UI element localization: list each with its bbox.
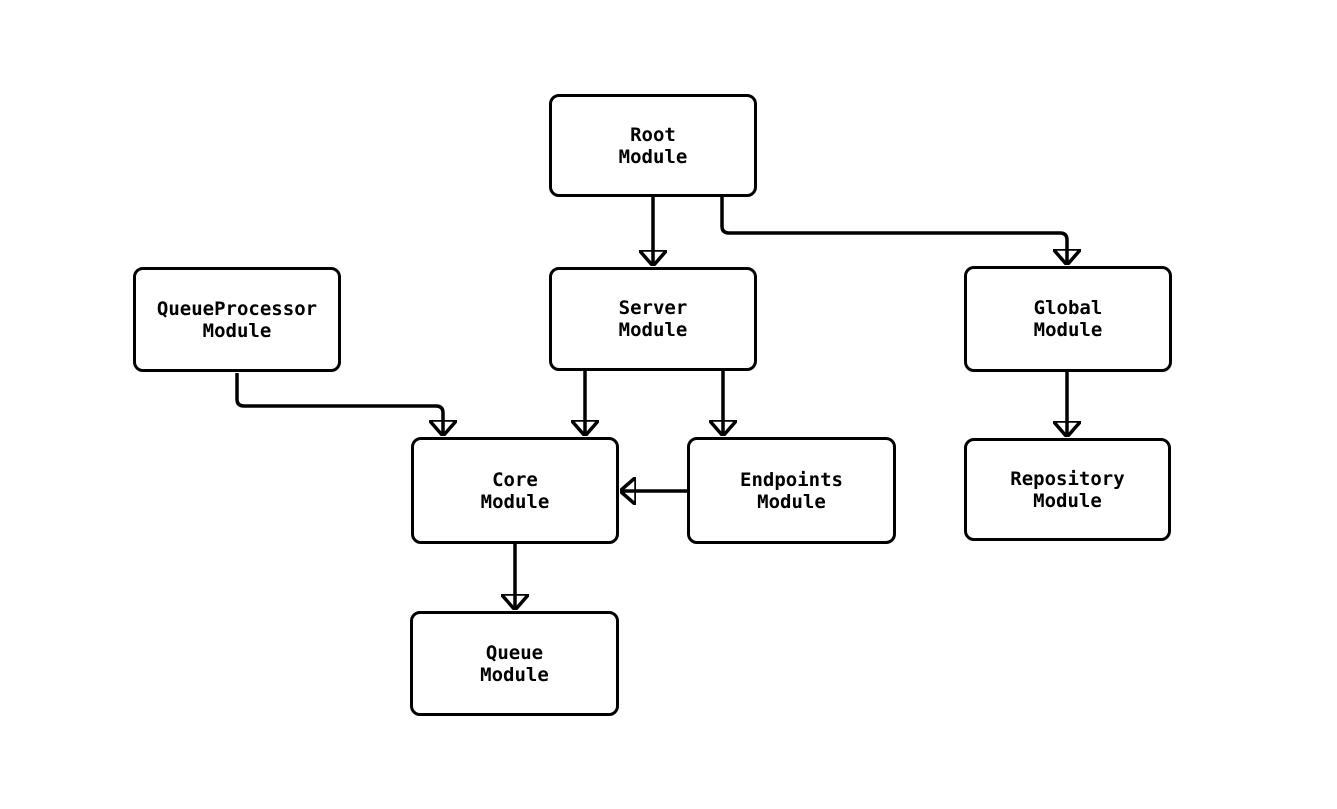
node-queue-module-label: Queue Module [480, 641, 549, 686]
edge-root-module-to-global-module [720, 197, 1067, 264]
node-core-module-label: Core Module [480, 468, 550, 513]
node-server-module: Server Module [549, 267, 757, 371]
node-endpoints-module: Endpoints Module [687, 437, 896, 544]
node-global-module: Global Module [964, 266, 1172, 372]
node-repository-module: Repository Module [964, 438, 1171, 541]
node-root-module-label: Root Module [618, 123, 688, 168]
node-global-module-label: Global Module [1033, 297, 1103, 341]
node-endpoints-module-label: Endpoints Module [740, 468, 843, 513]
edge-queueprocessor-module-to-core-module [235, 373, 443, 435]
node-queueprocessor-module: QueueProcessor Module [133, 267, 341, 372]
node-root-module: Root Module [549, 94, 757, 197]
node-queueprocessor-module-label: QueueProcessor Module [156, 297, 318, 342]
node-server-module-label: Server Module [618, 297, 688, 341]
node-repository-module-label: Repository Module [1010, 467, 1125, 512]
node-core-module: Core Module [411, 437, 619, 544]
node-queue-module: Queue Module [410, 611, 619, 716]
